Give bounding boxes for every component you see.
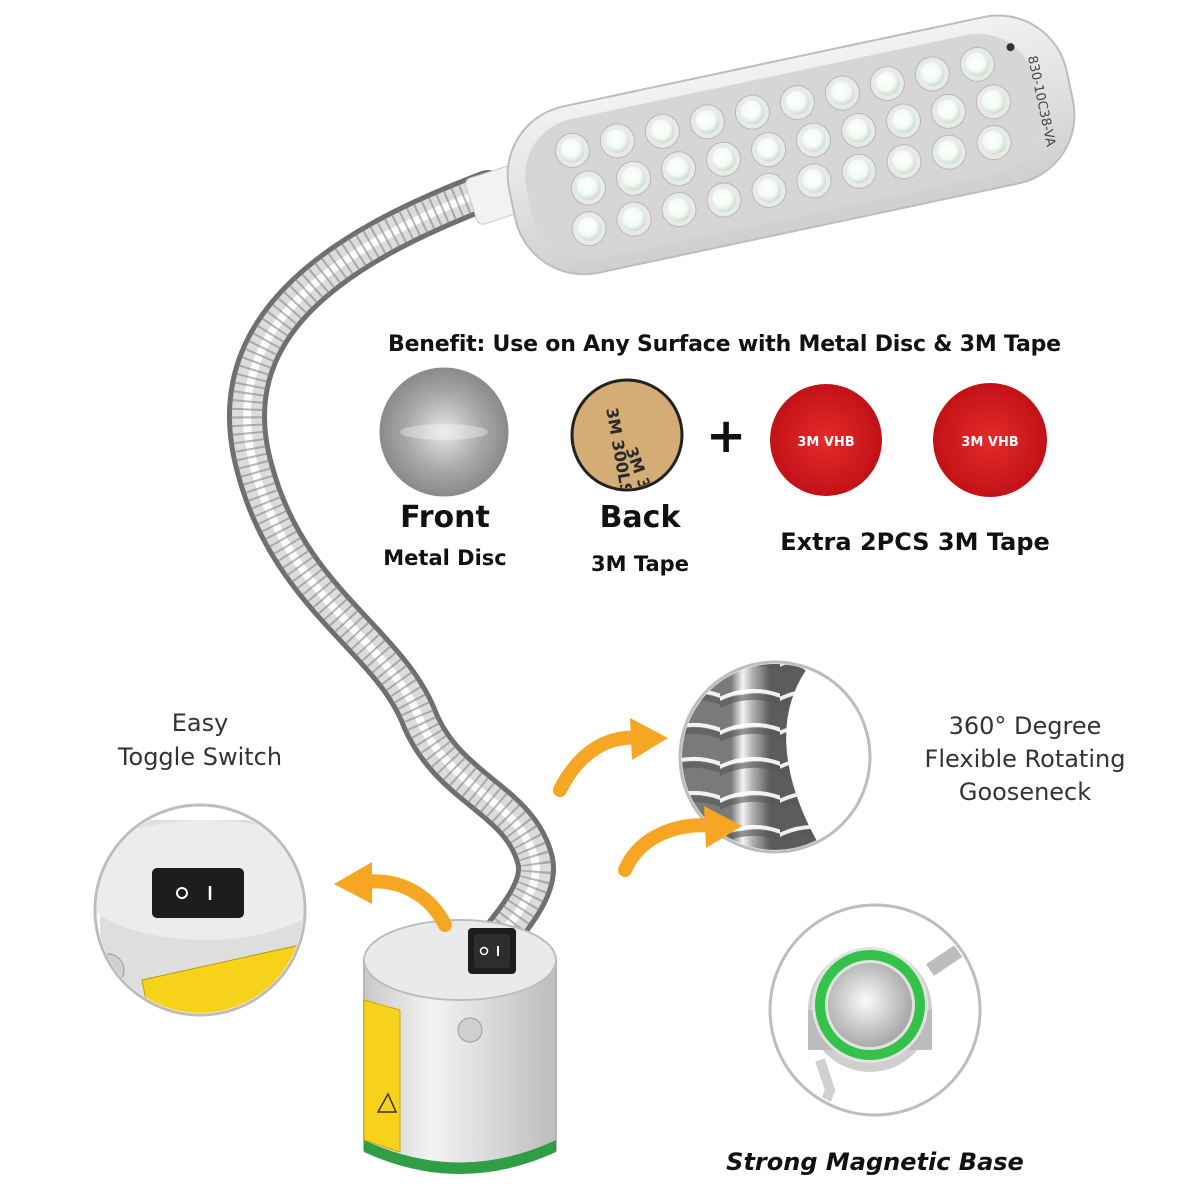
led-lens xyxy=(560,138,585,163)
led-lens xyxy=(920,61,945,86)
led-lens xyxy=(712,188,737,213)
gooseneck-tube xyxy=(227,170,556,1000)
plus-sign: + xyxy=(706,408,746,464)
led-lens xyxy=(740,100,765,125)
back-subtitle: 3M Tape xyxy=(591,552,689,576)
led-lens xyxy=(622,207,647,232)
magnetic-base-zoom xyxy=(768,903,982,1117)
rocker-switch-zoom-icon xyxy=(152,868,244,918)
3m-tape-red-2: 3M VHB xyxy=(933,383,1047,497)
led-lens xyxy=(576,175,601,200)
switch-zoom xyxy=(93,803,307,1017)
extra-tape-label: Extra 2PCS 3M Tape xyxy=(780,528,1050,556)
curved-arrow-icon xyxy=(553,718,668,797)
led-lens xyxy=(621,166,646,191)
metal-disc xyxy=(379,367,509,497)
led-lens xyxy=(577,216,602,241)
led-lens xyxy=(785,90,810,115)
gooseneck-zoom xyxy=(678,660,872,854)
red-tape-print-2: 3M VHB xyxy=(961,435,1018,450)
toggle-caption-line2: Toggle Switch xyxy=(117,743,283,771)
led-lens xyxy=(650,119,675,144)
curved-arrow-icon xyxy=(334,862,452,932)
led-lens xyxy=(667,197,692,222)
led-lens xyxy=(695,109,720,134)
led-lens xyxy=(846,118,871,143)
gooseneck-caption-line1: 360° Degree xyxy=(948,712,1102,740)
magnetic-base-caption: Strong Magnetic Base xyxy=(726,1148,1024,1176)
led-lens xyxy=(830,81,855,106)
toggle-caption-line1: Easy xyxy=(171,709,229,737)
led-lens xyxy=(666,156,691,181)
front-subtitle: Metal Disc xyxy=(383,546,507,570)
3m-tape-back: 3M 300LSE 3M 300LSE xyxy=(570,378,684,492)
led-lens xyxy=(756,137,781,162)
gooseneck-caption-line3: Gooseneck xyxy=(958,778,1092,806)
led-lens xyxy=(802,168,827,193)
red-tape-print-1: 3M VHB xyxy=(797,435,854,450)
led-lens xyxy=(891,108,916,133)
led-lens xyxy=(981,89,1006,114)
warning-triangle-icon xyxy=(376,1092,398,1113)
curved-arrow-icon xyxy=(618,806,742,877)
back-title: Back xyxy=(599,500,681,535)
led-lens xyxy=(965,52,990,77)
led-lens xyxy=(847,159,872,184)
led-lens xyxy=(757,178,782,203)
led-lens xyxy=(711,147,736,172)
led-array xyxy=(554,46,1012,247)
front-title: Front xyxy=(400,500,490,535)
led-lens xyxy=(937,140,962,165)
led-lens xyxy=(605,128,630,153)
gooseneck-caption-line2: Flexible Rotating xyxy=(924,745,1126,773)
led-lens xyxy=(875,71,900,96)
led-lens xyxy=(801,128,826,153)
led-lens xyxy=(936,99,961,124)
gooseneck-caption: 360° Degree Flexible Rotating Gooseneck xyxy=(905,710,1145,809)
benefit-headline: Benefit: Use on Any Surface with Metal D… xyxy=(388,332,1061,357)
led-lens xyxy=(892,149,917,174)
toggle-switch-caption: Easy Toggle Switch xyxy=(100,706,300,774)
rocker-switch-icon xyxy=(468,928,516,974)
led-lamp-head: 830-10C38-VA xyxy=(506,14,1076,276)
3m-tape-red-1: 3M VHB xyxy=(770,384,882,496)
magnetic-base xyxy=(363,919,557,1174)
led-lens xyxy=(982,130,1007,155)
